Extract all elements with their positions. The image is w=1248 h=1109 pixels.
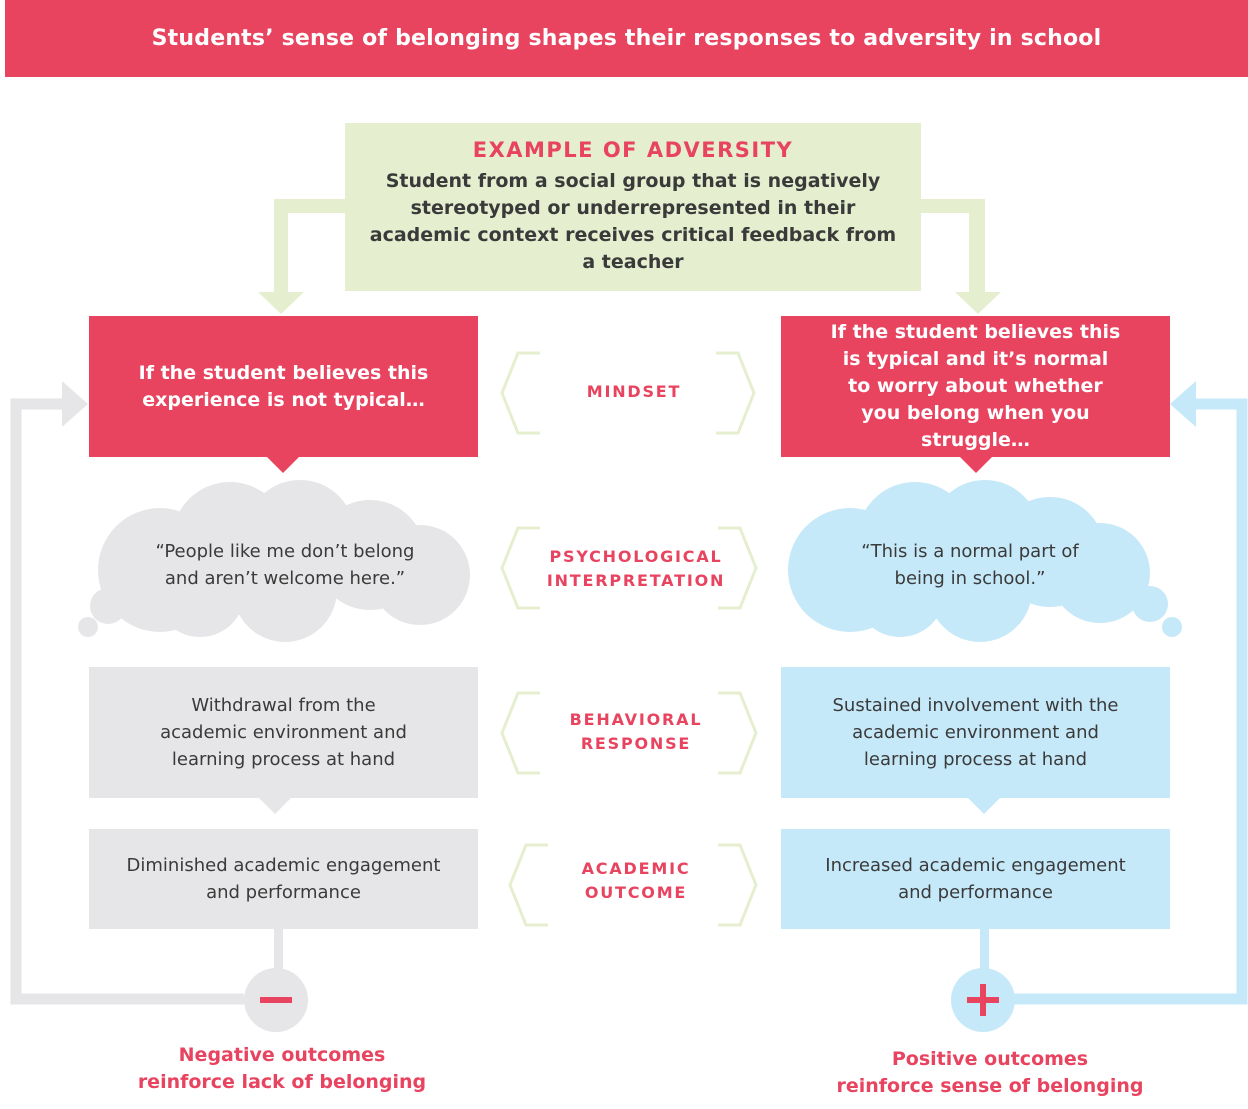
minus-circle xyxy=(244,968,308,1032)
left-outcome-box: Diminished academic engagement and perfo… xyxy=(89,829,478,929)
positive-loop-arrow xyxy=(1014,398,1248,1005)
minus-icon xyxy=(260,997,292,1003)
stage-psych-line1: PSYCHOLOGICAL xyxy=(549,547,723,566)
plus-icon xyxy=(967,984,999,1016)
stage-academic-line1: ACADEMIC xyxy=(581,859,691,878)
positive-loop-line2: reinforce sense of belonging xyxy=(836,1075,1144,1097)
positive-loop-line1: Positive outcomes xyxy=(891,1048,1089,1070)
negative-thought-cloud xyxy=(78,480,470,642)
left-behavior-box: Withdrawal from the academic environment… xyxy=(89,667,478,798)
stage-psychological-interpretation: PSYCHOLOGICAL INTERPRETATION xyxy=(536,544,736,594)
academic-right-bracket xyxy=(718,843,758,927)
adversity-box: EXAMPLE OF ADVERSITY Student from a soci… xyxy=(345,123,921,291)
stage-behavior-line2: RESPONSE xyxy=(580,734,692,753)
behavior-right-bracket xyxy=(718,691,758,775)
left-thought-text: “People like me don’t belong and aren’t … xyxy=(155,541,415,589)
right-belief-pointer xyxy=(959,456,993,473)
negative-loop-arrowhead xyxy=(62,381,88,427)
negative-loop-line2: reinforce lack of belonging xyxy=(137,1071,427,1093)
psych-left-bracket xyxy=(500,526,540,610)
stage-mindset-label: MINDSET xyxy=(586,382,682,401)
adversity-left-arrow xyxy=(258,199,345,314)
right-thought-text: “This is a normal part of being in schoo… xyxy=(861,541,1079,589)
behavior-left-bracket xyxy=(500,691,540,775)
mindset-left-bracket xyxy=(500,351,540,435)
stage-behavioral-response: BEHAVIORAL RESPONSE xyxy=(536,707,736,757)
page-title: Students’ sense of belonging shapes thei… xyxy=(5,0,1248,77)
adversity-description: Student from a social group that is nega… xyxy=(369,170,897,273)
positive-loop-caption: Positive outcomes reinforce sense of bel… xyxy=(800,1046,1180,1100)
stage-behavior-line1: BEHAVIORAL xyxy=(569,710,703,729)
negative-loop-line1: Negative outcomes xyxy=(178,1044,386,1066)
positive-thought-cloud xyxy=(788,480,1182,642)
right-belief-box: If the student believes this is typical … xyxy=(781,316,1170,457)
stage-mindset: MINDSET xyxy=(540,378,728,406)
right-outcome-box: Increased academic engagement and perfor… xyxy=(781,829,1170,929)
adversity-title: EXAMPLE OF ADVERSITY xyxy=(472,138,794,162)
mindset-right-bracket xyxy=(716,351,756,435)
stage-psych-line2: INTERPRETATION xyxy=(546,571,726,590)
stage-academic-outcome: ACADEMIC OUTCOME xyxy=(536,856,736,906)
right-behavior-box: Sustained involvement with the academic … xyxy=(781,667,1170,798)
positive-loop-arrowhead xyxy=(1170,381,1196,427)
negative-loop-arrow xyxy=(10,398,244,1005)
psych-right-bracket xyxy=(718,526,758,610)
stage-academic-line2: OUTCOME xyxy=(584,883,688,902)
negative-loop-caption: Negative outcomes reinforce lack of belo… xyxy=(100,1042,464,1096)
adversity-right-arrow xyxy=(921,199,1001,314)
left-behavior-pointer xyxy=(258,797,292,814)
right-behavior-pointer xyxy=(967,797,1001,814)
academic-left-bracket xyxy=(508,843,548,927)
left-belief-pointer xyxy=(266,456,300,473)
plus-circle xyxy=(951,968,1015,1032)
left-belief-box: If the student believes this experience … xyxy=(89,316,478,457)
